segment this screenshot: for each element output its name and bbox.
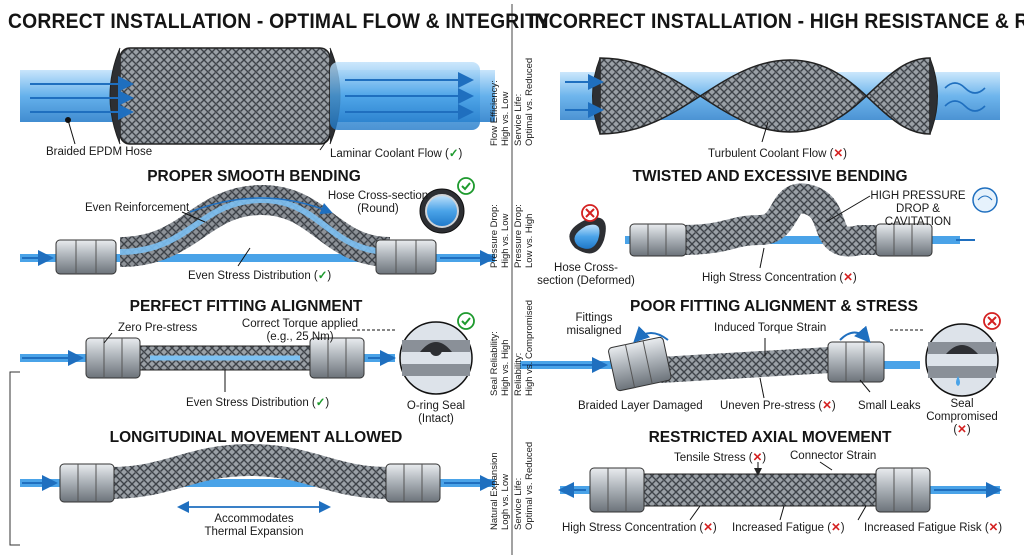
connector-strain-label: Connector Strain	[790, 450, 877, 462]
oring-seal-label: O-ring Seal (Intact)	[406, 400, 466, 425]
small-leaks-label: Small Leaks	[858, 400, 921, 412]
cross-icon: ✕	[988, 522, 999, 534]
restricted-movement-title: RESTRICTED AXIAL MOVEMENT	[648, 429, 892, 446]
induced-torque-label: Induced Torque Strain	[714, 322, 827, 334]
service-life-side-label-2: Service Life:Optimal vs. Reduced	[513, 441, 535, 530]
seal-reliability-side-label: Seal Reliability:High vs. High	[489, 331, 511, 396]
even-stress-label-2: Even Stress Distribution (✓)	[186, 397, 330, 409]
fittings-misaligned-label: Fittings misaligned	[566, 312, 622, 337]
twisted-bend-illustration	[569, 183, 998, 269]
increased-fatigue-risk-label: Increased Fatigue Risk (✕)	[864, 522, 1003, 534]
check-icon: ✓	[317, 270, 328, 282]
cross-icon: ✕	[843, 272, 853, 284]
check-icon	[457, 177, 475, 195]
high-stress-label-1: High Stress Concentration (✕)	[702, 272, 857, 284]
high-stress-label-2: High Stress Concentration (✕)	[562, 522, 717, 534]
smooth-bending-title: PROPER SMOOTH BENDING	[147, 168, 361, 185]
straight-hose-illustration	[20, 47, 495, 151]
alignment-illustration	[20, 312, 475, 395]
service-life-side-label-1: Service Life:Optimal vs. Reduced	[513, 57, 535, 146]
restricted-movement-illustration	[558, 461, 1002, 521]
braided-damaged-label: Braided Layer Damaged	[578, 400, 703, 412]
cross-icon: ✕	[703, 522, 713, 534]
zero-prestress-label: Zero Pre-stress	[118, 322, 198, 334]
increased-fatigue-label: Increased Fatigue (✕)	[732, 522, 845, 534]
cross-icon: ✕	[752, 452, 763, 464]
poor-alignment-title: POOR FITTING ALIGNMENT & STRESS	[630, 298, 918, 315]
flow-efficiency-side-label: Flow Efficiency:High vs. Low	[489, 80, 511, 146]
high-pressure-label: HIGH PRESSURE DROP & CAVITATION	[870, 190, 966, 228]
right-title: INCORRECT INSTALLATION - HIGH RESISTANCE…	[529, 10, 1024, 33]
thermal-expansion-label: Accommodates Thermal Expansion	[204, 513, 304, 538]
twisted-hose-illustration	[560, 57, 1000, 143]
even-reinforcement-label: Even Reinforcement	[85, 202, 190, 214]
pressure-drop-side-label: Pressure Drop:Low vs. High	[513, 204, 535, 268]
fitting-alignment-title: PERFECT FITTING ALIGNMENT	[129, 298, 363, 315]
correct-torque-label: Correct Torque applied (e.g., 25 Nm)	[241, 318, 359, 343]
smooth-bend-illustration	[20, 177, 496, 275]
hose-label: Braided EPDM Hose	[46, 146, 153, 158]
turbulent-flow-label: Turbulent Coolant Flow (✕)	[708, 148, 847, 160]
cross-icon: ✕	[833, 148, 844, 160]
cross-icon: ✕	[957, 424, 967, 436]
deformed-cross-section-label: Hose Cross-section (Deformed)	[537, 262, 635, 287]
pressure-binor-side-label: Pressure Drop:High vs. Low	[489, 204, 511, 268]
longitudinal-illustration	[20, 443, 496, 513]
check-icon: ✓	[448, 148, 459, 160]
cross-icon: ✕	[831, 522, 841, 534]
reliability-side-label: Reliability:High vs. Compromised	[513, 299, 535, 396]
seal-compromised-label: Seal Compromised (✕)	[926, 398, 998, 436]
longitudinal-movement-title: LONGITUDINAL MOVEMENT ALLOWED	[109, 429, 403, 446]
uneven-prestress-label: Uneven Pre-stress (✕)	[720, 400, 836, 412]
even-stress-label-1: Even Stress Distribution (✓)	[188, 270, 332, 282]
cross-section-round-label: Hose Cross-section (Round)	[327, 190, 429, 215]
laminar-flow-label: Laminar Coolant Flow (✓)	[330, 148, 463, 160]
poor-alignment-illustration	[520, 312, 1001, 399]
left-title: CORRECT INSTALLATION - OPTIMAL FLOW & IN…	[8, 10, 551, 33]
tensile-stress-label: Tensile Stress (✕)	[674, 452, 767, 464]
cross-icon: ✕	[822, 400, 832, 412]
check-icon	[457, 312, 475, 330]
check-icon: ✓	[315, 397, 326, 409]
twisted-bending-title: TWISTED AND EXCESSIVE BENDING	[632, 168, 908, 185]
left-bracket	[9, 371, 20, 546]
